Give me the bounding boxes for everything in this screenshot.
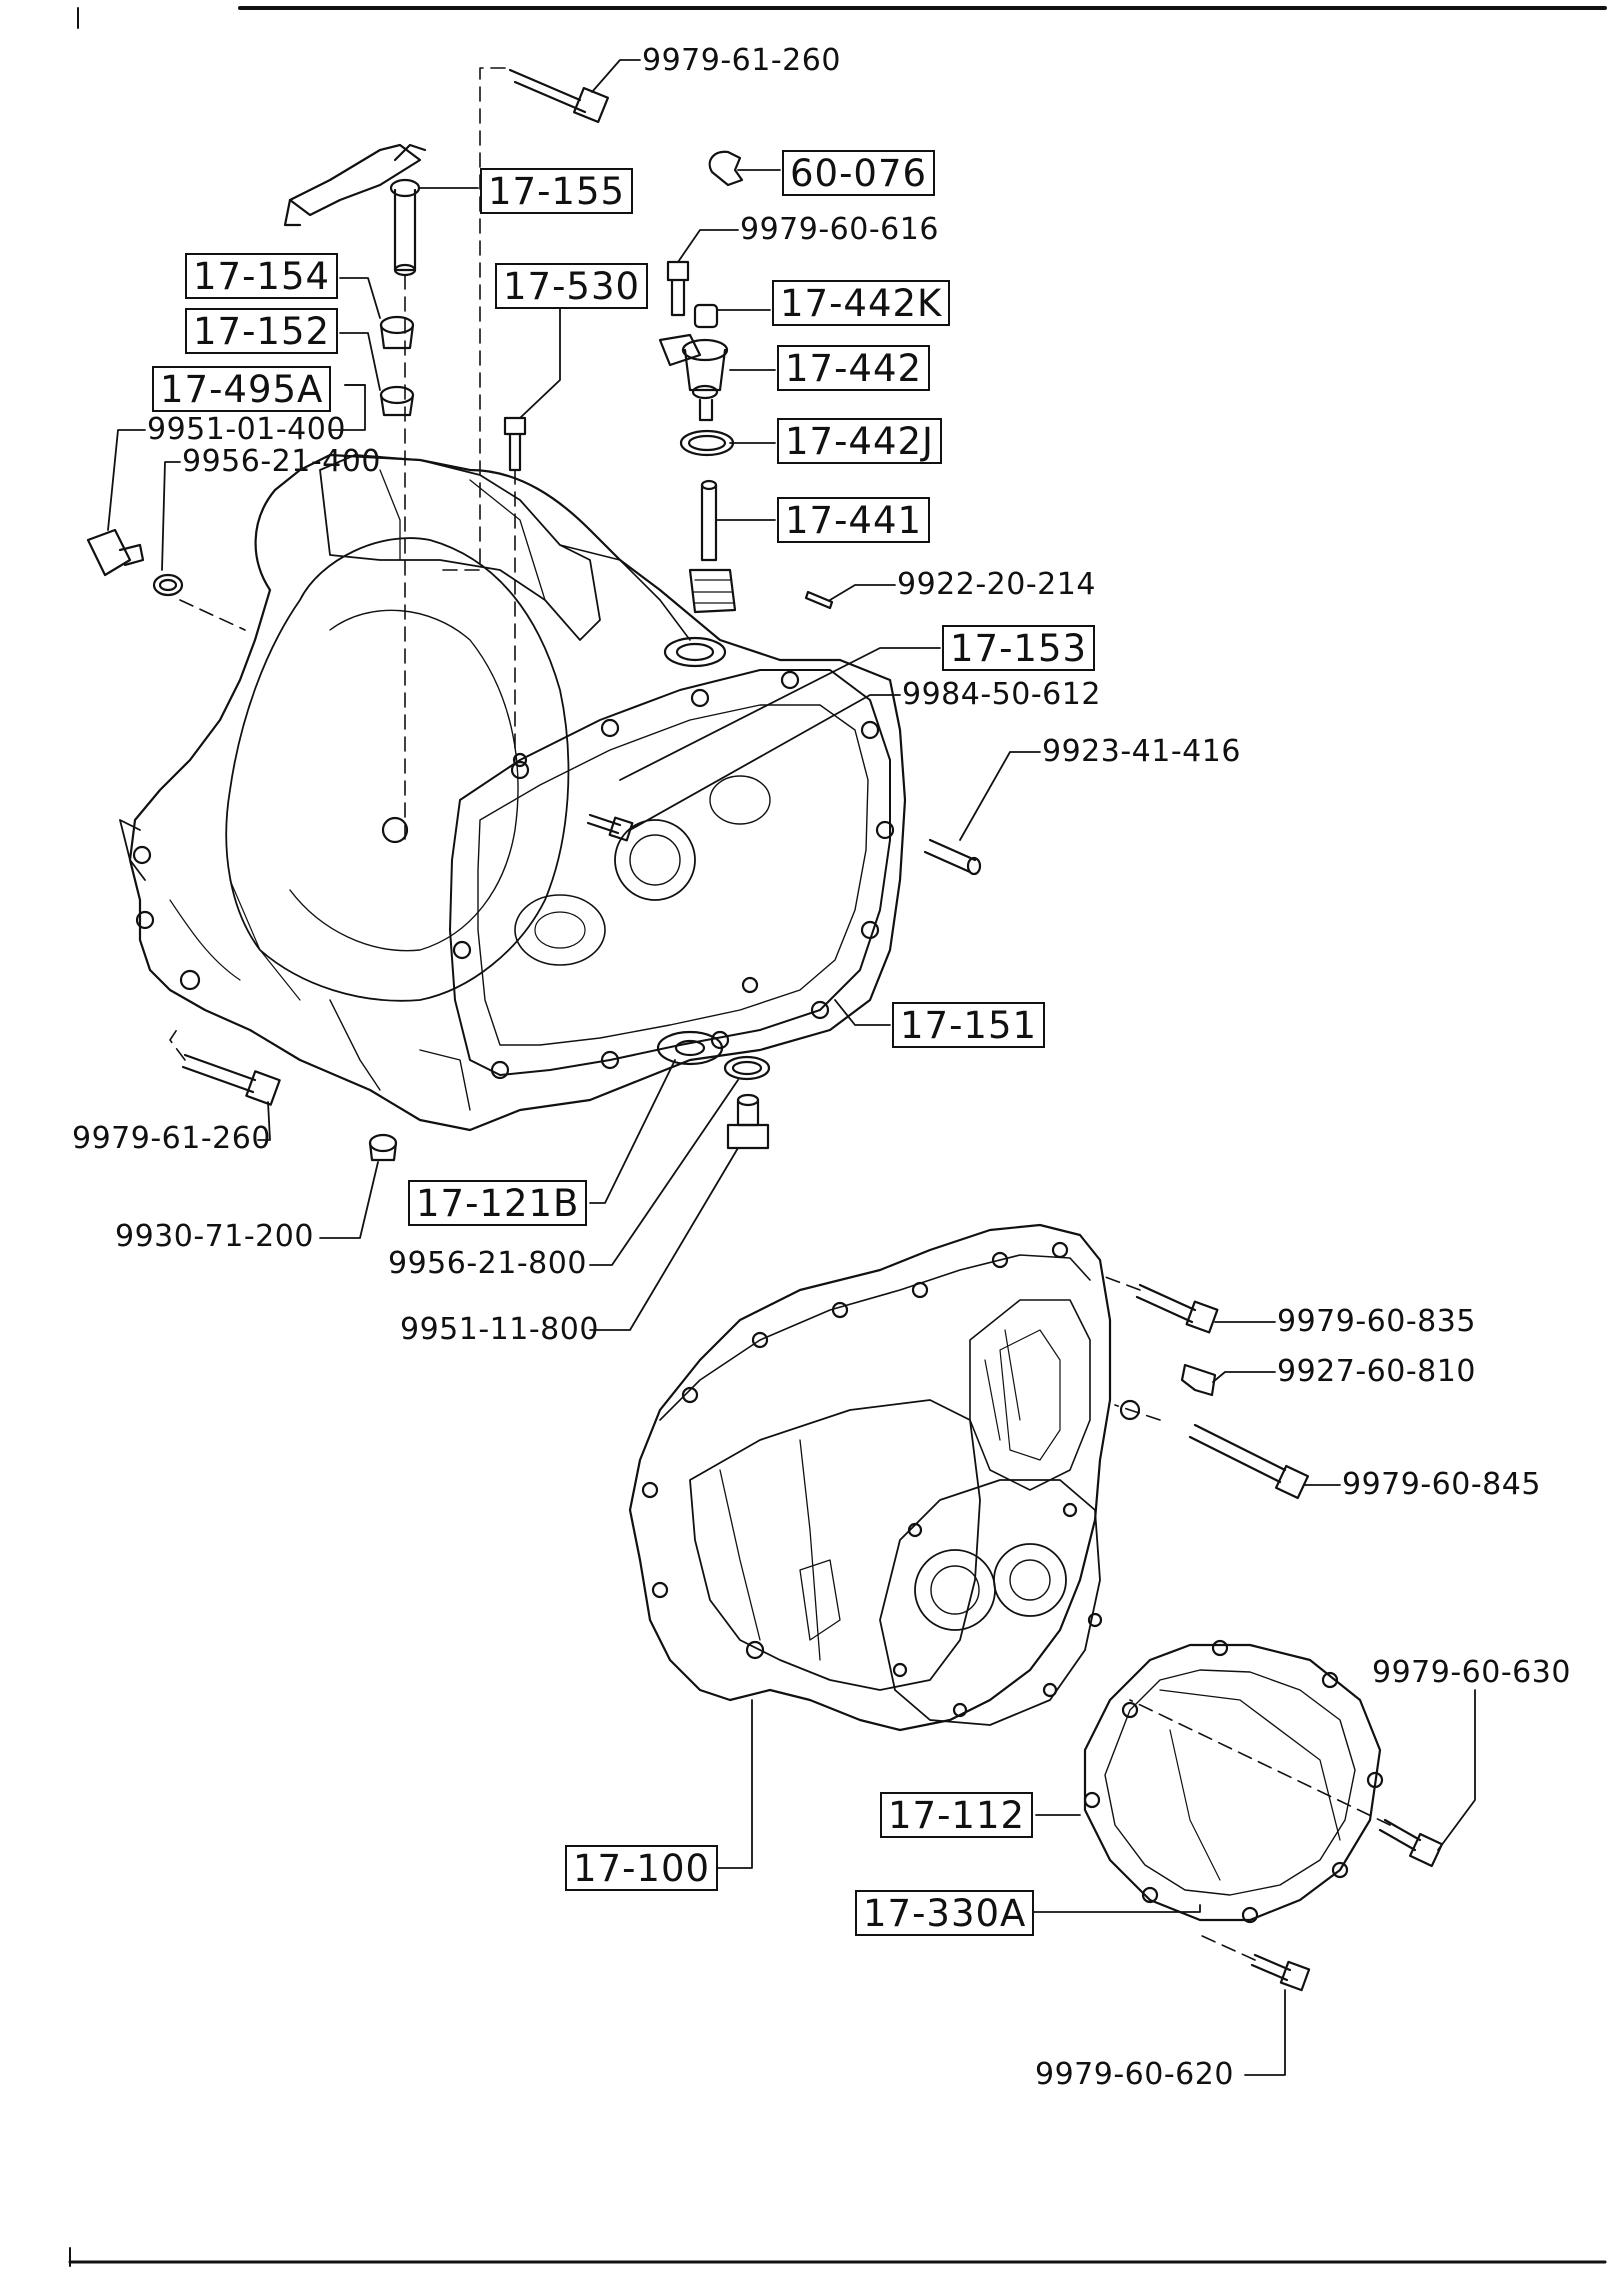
part-ref-box: 17-112	[880, 1792, 1034, 1838]
bolt-620-drawing	[1250, 1953, 1311, 1992]
part-ref-box: 17-442	[777, 345, 931, 391]
part-ref-box: 17-154	[185, 253, 339, 299]
part-ref-box: 17-152	[185, 308, 339, 354]
bolt-630-drawing	[1378, 1818, 1444, 1868]
part-number-label: 9979-60-630	[1372, 1655, 1571, 1690]
pin-drawing	[804, 590, 834, 610]
clutch-housing-drawing	[119, 453, 907, 1132]
washer-17-121B-drawing	[656, 1030, 724, 1066]
part-number-label: 9979-60-845	[1342, 1467, 1541, 1502]
part-number-label: 9984-50-612	[902, 677, 1101, 712]
dowel-drawing	[923, 838, 982, 876]
part-ref-box: 17-330A	[855, 1890, 1035, 1936]
gasket-9956-drawing	[723, 1055, 771, 1081]
bolt-left-drawing	[181, 1053, 281, 1106]
part-number-label: 9979-60-616	[740, 212, 939, 247]
plug-9930-drawing	[368, 1133, 398, 1162]
part-ref-box: 17-155	[480, 168, 634, 214]
bolt-835-drawing	[1135, 1283, 1219, 1334]
part-ref-box: 17-442J	[777, 418, 942, 464]
speedo-gear-drawing	[658, 260, 737, 614]
drain-plug-drawing	[726, 1093, 770, 1150]
bolt-845-drawing	[1188, 1423, 1310, 1500]
bolt-top-drawing	[508, 68, 610, 124]
part-number-label: 9927-60-810	[1277, 1354, 1476, 1389]
bolt-9984-drawing	[586, 813, 634, 842]
bushings-drawing	[379, 315, 415, 417]
part-ref-box: 17-442K	[772, 280, 951, 326]
part-ref-box: 17-153	[942, 625, 1096, 671]
part-ref-box: 17-495A	[152, 366, 332, 412]
clip-60-076-drawing	[708, 150, 744, 187]
transaxle-case-drawing	[628, 1223, 1141, 1732]
shift-lever-drawing	[283, 143, 427, 277]
part-number-label: 9979-60-620	[1035, 2057, 1234, 2092]
part-number-label: 9923-41-416	[1042, 734, 1241, 769]
part-number-label: 9979-61-260	[642, 43, 841, 78]
part-ref-box: 17-121B	[408, 1180, 588, 1226]
plug-left-drawing	[86, 528, 184, 597]
end-cover-drawing	[1083, 1639, 1384, 1924]
bolt-17-530-drawing	[503, 416, 527, 472]
part-number-label: 9979-60-835	[1277, 1304, 1476, 1339]
part-number-label: 9951-11-800	[400, 1312, 599, 1347]
part-ref-box: 17-530	[495, 263, 649, 309]
part-ref-box: 17-100	[565, 1845, 719, 1891]
leader-lines	[107, 59, 1476, 2076]
part-ref-box: 17-151	[892, 1002, 1046, 1048]
part-number-label: 9951-01-400	[147, 412, 346, 447]
assembly-centerlines	[169, 67, 1391, 1961]
part-number-label: 9930-71-200	[115, 1219, 314, 1254]
part-ref-box: 60-076	[782, 150, 936, 196]
part-number-label: 9979-61-260	[72, 1121, 271, 1156]
bracket-9927-drawing	[1180, 1363, 1217, 1397]
part-number-label: 9956-21-800	[388, 1246, 587, 1281]
part-number-label: 9956-21-400	[182, 444, 381, 479]
part-number-label: 9922-20-214	[897, 567, 1096, 602]
part-ref-box: 17-441	[777, 497, 931, 543]
